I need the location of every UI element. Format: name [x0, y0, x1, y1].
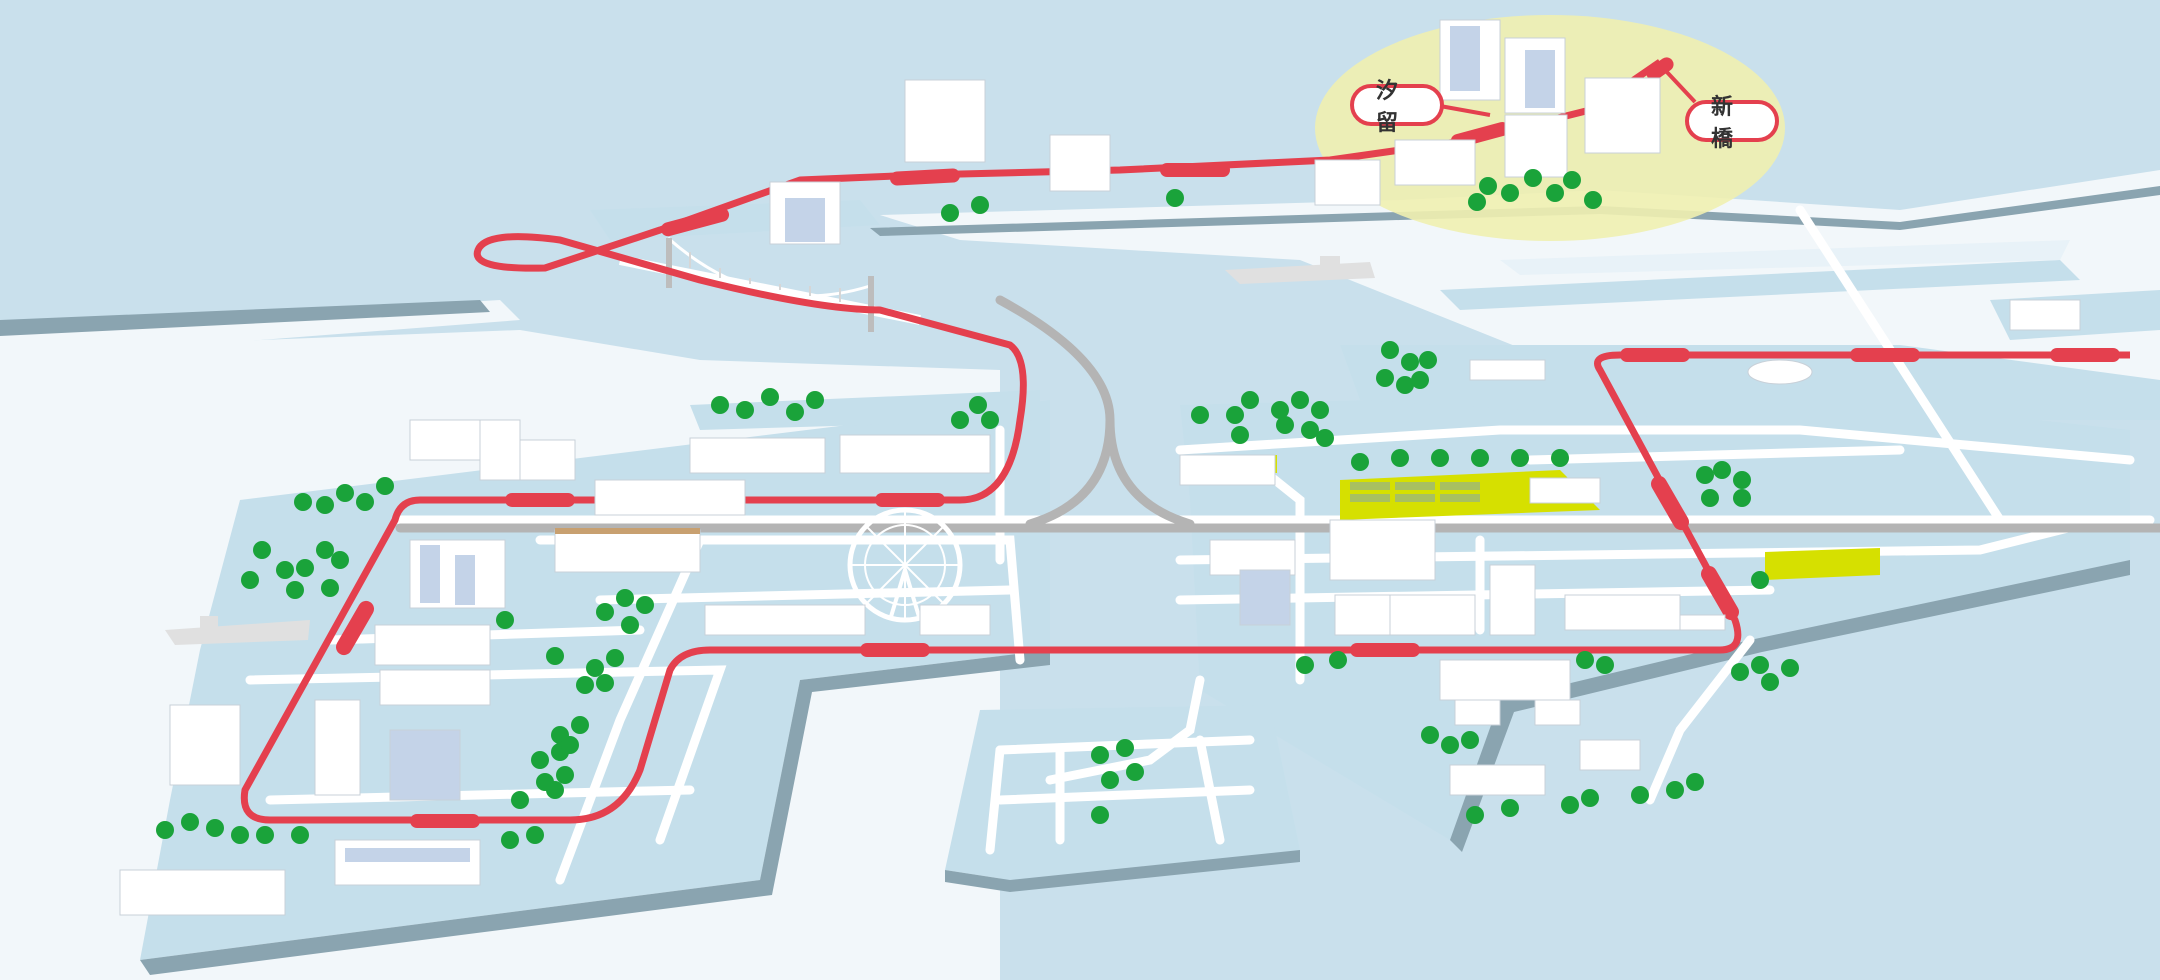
- trees: [156, 169, 1799, 849]
- yellow-roof-building: [1765, 548, 1880, 580]
- island-west-edge: [140, 650, 1050, 975]
- tree-icon: [156, 169, 1799, 849]
- island-center-edge: [1450, 560, 2130, 852]
- callout-shiodome: [1439, 104, 1491, 117]
- pier-2: [1500, 240, 2070, 275]
- building-icon: [119, 19, 2081, 916]
- yurikamome-route: [240, 59, 2130, 824]
- ferris-wheel-icon: [847, 507, 963, 623]
- station-label-shiodome[interactable]: 汐留: [1350, 79, 1444, 136]
- shore-upper-left-edge: [0, 300, 490, 336]
- pier-1: [1440, 260, 2080, 310]
- buildings: [119, 19, 2081, 916]
- island-south-edge: [945, 850, 1300, 892]
- station-label-shimbashi[interactable]: 新橋: [1685, 95, 1779, 152]
- callout-shimbashi: [1663, 68, 1697, 104]
- park-grid: [1350, 482, 1480, 502]
- ship-icon: [165, 256, 1375, 645]
